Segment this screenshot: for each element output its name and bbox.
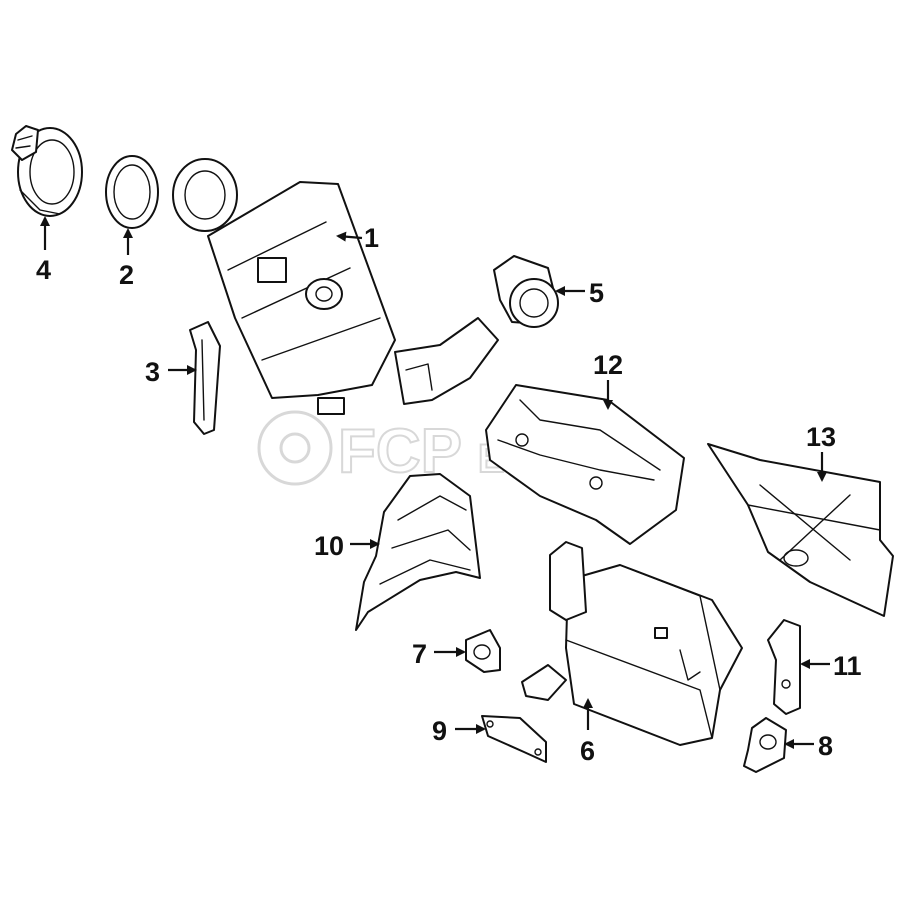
callout-8[interactable]: 8 bbox=[818, 731, 833, 761]
callout-arrows bbox=[40, 216, 830, 749]
callout-1[interactable]: 1 bbox=[364, 223, 379, 253]
part-8-mount[interactable] bbox=[743, 717, 787, 773]
part-6-muffler[interactable] bbox=[521, 541, 743, 746]
callout-13[interactable]: 13 bbox=[806, 422, 836, 452]
arrow-1 bbox=[336, 231, 363, 242]
callout-7[interactable]: 7 bbox=[412, 639, 427, 669]
callout-5[interactable]: 5 bbox=[589, 278, 604, 308]
part-12-heat-shield[interactable] bbox=[485, 384, 685, 545]
watermark-logo-icon bbox=[257, 410, 333, 486]
part-3-bracket[interactable] bbox=[189, 321, 221, 435]
part-4-clamp[interactable] bbox=[11, 125, 83, 217]
callout-3[interactable]: 3 bbox=[145, 357, 160, 387]
callout-6[interactable]: 6 bbox=[580, 736, 595, 766]
part-13-heat-shield[interactable] bbox=[707, 443, 894, 617]
callout-2[interactable]: 2 bbox=[119, 260, 134, 290]
part-1-catalytic-converter[interactable] bbox=[172, 158, 499, 415]
callout-9[interactable]: 9 bbox=[432, 716, 447, 746]
part-10-heat-shield[interactable] bbox=[355, 473, 481, 631]
part-9-bracket[interactable] bbox=[481, 715, 547, 763]
callout-4[interactable]: 4 bbox=[36, 255, 51, 285]
part-2-gasket[interactable] bbox=[105, 155, 159, 229]
callout-10[interactable]: 10 bbox=[314, 531, 344, 561]
part-5-coupler[interactable] bbox=[493, 255, 559, 328]
callout-labels: 1 2 3 4 5 6 7 8 9 10 11 12 13 bbox=[36, 223, 862, 766]
part-7-mount[interactable] bbox=[465, 629, 501, 673]
callout-11[interactable]: 11 bbox=[833, 651, 862, 681]
callout-12[interactable]: 12 bbox=[593, 350, 623, 380]
part-11-bracket[interactable] bbox=[767, 619, 801, 715]
